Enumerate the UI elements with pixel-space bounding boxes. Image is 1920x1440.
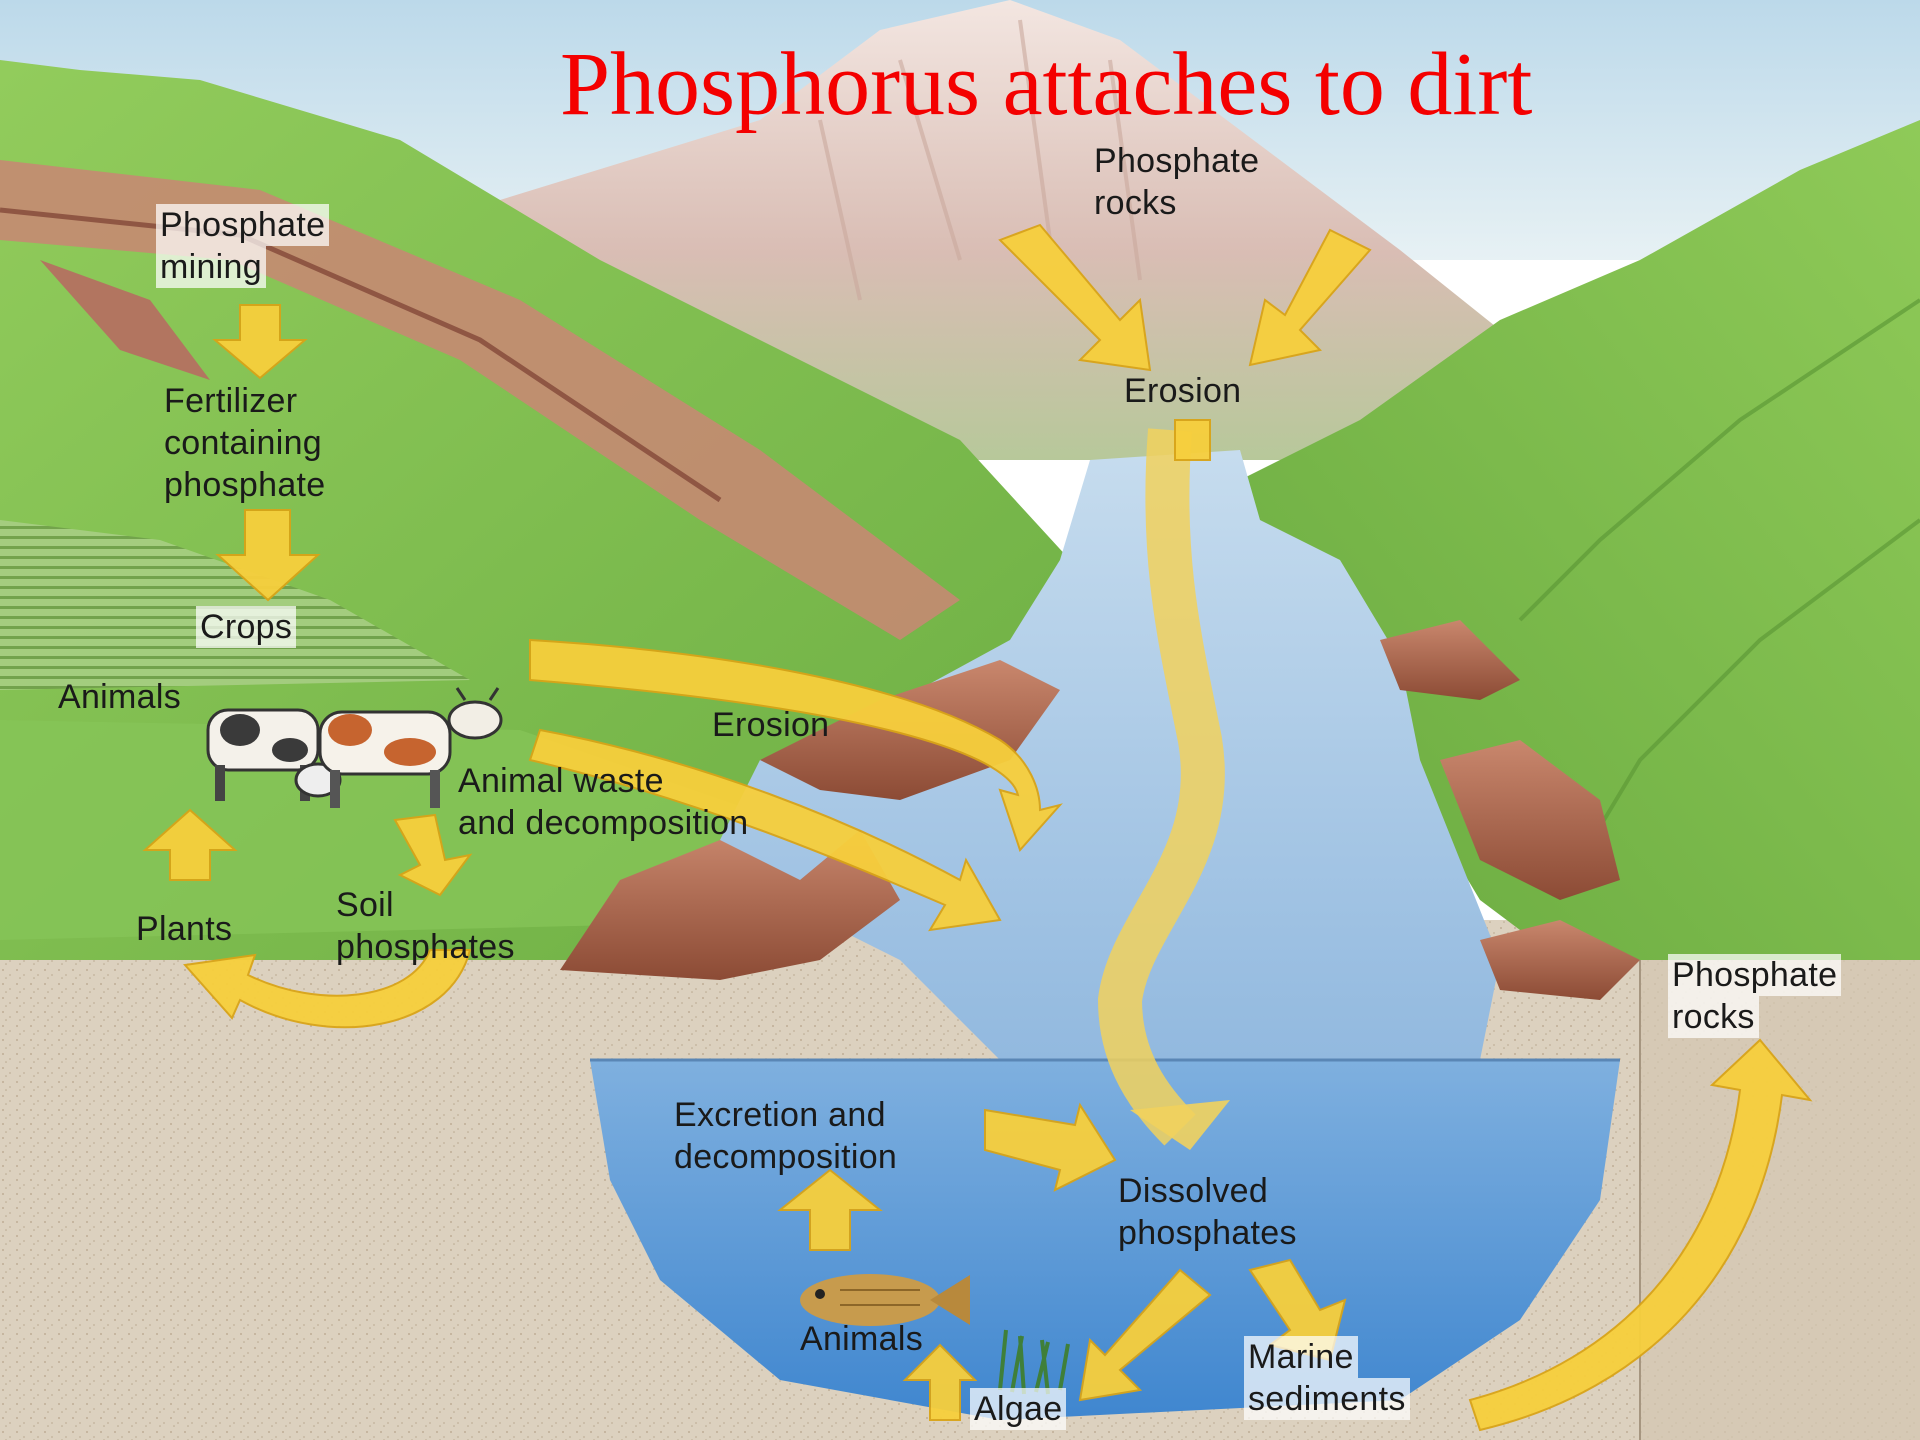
label-line: rocks [1668, 996, 1759, 1038]
label-line: Marine [1244, 1336, 1358, 1378]
label-erosion-mid: Erosion [712, 704, 829, 746]
label-line: Animal waste [458, 760, 749, 802]
label-line: and decomposition [458, 802, 749, 844]
label-line: rocks [1094, 182, 1259, 224]
label-line: phosphates [336, 926, 515, 968]
label-line: phosphate [164, 464, 326, 506]
label-marine-sediments: Marine sediments [1244, 1336, 1410, 1420]
label-plants: Plants [136, 908, 232, 950]
label-phosphate-rocks-right: Phosphate rocks [1668, 954, 1841, 1038]
label-line: Algae [970, 1388, 1066, 1430]
label-excretion: Excretion and decomposition [674, 1094, 897, 1178]
label-line: mining [156, 246, 266, 288]
label-line: Phosphate [1094, 140, 1259, 182]
label-phosphate-rocks-top: Phosphate rocks [1094, 140, 1259, 224]
label-phosphate-mining: Phosphate mining [156, 204, 329, 288]
label-line: Crops [196, 606, 296, 648]
label-algae: Algae [970, 1388, 1066, 1430]
label-line: Phosphate [156, 204, 329, 246]
label-fertilizer: Fertilizer containing phosphate [164, 380, 326, 506]
label-animals-land: Animals [58, 676, 181, 718]
label-line: phosphates [1118, 1212, 1297, 1254]
page-title: Phosphorus attaches to dirt [560, 30, 1532, 140]
label-animal-waste: Animal waste and decomposition [458, 760, 749, 844]
label-line: decomposition [674, 1136, 897, 1178]
label-line: sediments [1244, 1378, 1410, 1420]
label-erosion-top: Erosion [1124, 370, 1241, 412]
label-line: Soil [336, 884, 515, 926]
label-line: Phosphate [1668, 954, 1841, 996]
label-line: Dissolved [1118, 1170, 1297, 1212]
label-line: Fertilizer [164, 380, 326, 422]
label-crops: Crops [196, 606, 296, 648]
arrow-erosion-down [1175, 420, 1210, 460]
label-animals-water: Animals [800, 1318, 923, 1360]
label-line: containing [164, 422, 326, 464]
label-soil-phosphates: Soil phosphates [336, 884, 515, 968]
label-line: Excretion and [674, 1094, 897, 1136]
label-dissolved-phosphates: Dissolved phosphates [1118, 1170, 1297, 1254]
